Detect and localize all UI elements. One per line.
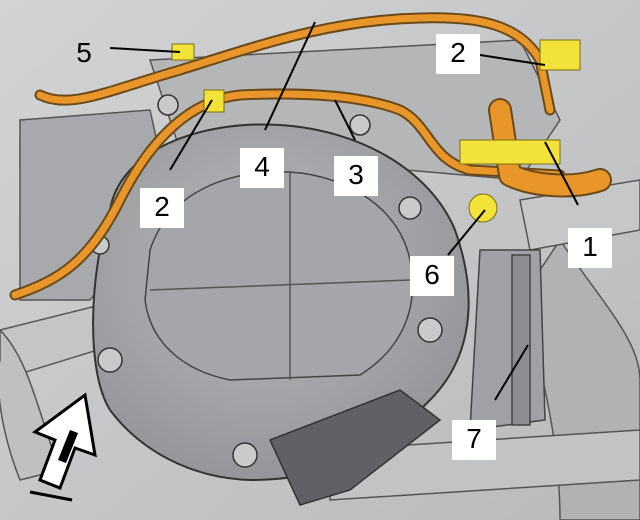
callout-7: 7	[452, 420, 496, 460]
hose-3	[11, 90, 564, 299]
bolt	[398, 196, 422, 220]
hose-1	[490, 100, 610, 196]
housing-face-plate	[144, 171, 414, 381]
callout-2-left: 2	[140, 188, 184, 228]
leader-6	[447, 209, 486, 256]
callout-1: 1	[568, 228, 612, 268]
bolt	[157, 94, 179, 116]
callout-2-right: 2	[436, 34, 480, 74]
leader-7	[494, 344, 529, 401]
bolt	[349, 114, 371, 136]
callout-6: 6	[410, 256, 454, 296]
leader-2-right	[479, 54, 546, 66]
leader-4	[264, 21, 316, 131]
leader-2-left	[169, 99, 213, 171]
leader-lines	[109, 21, 579, 401]
clip-1	[459, 139, 561, 165]
bolt	[417, 317, 443, 343]
leader-5	[109, 47, 181, 53]
housing-lower-foot	[268, 389, 442, 506]
callout-3: 3	[334, 156, 378, 196]
housing-rib-2	[149, 279, 411, 291]
callout-5: 5	[76, 37, 92, 68]
leader-3	[334, 99, 356, 141]
cap-6	[468, 193, 498, 223]
leader-1	[544, 141, 579, 206]
hose-4	[36, 14, 554, 114]
callout-4: 4	[240, 148, 284, 188]
bolt	[232, 442, 258, 468]
front-direction-arrow-icon	[29, 392, 97, 502]
bolt	[97, 347, 123, 373]
right-bracket	[469, 249, 546, 431]
clip-2-right	[539, 39, 581, 71]
left-lower-pipe	[0, 328, 62, 481]
vacuum-hoses	[9, 12, 612, 301]
vertical-bar	[511, 254, 531, 426]
